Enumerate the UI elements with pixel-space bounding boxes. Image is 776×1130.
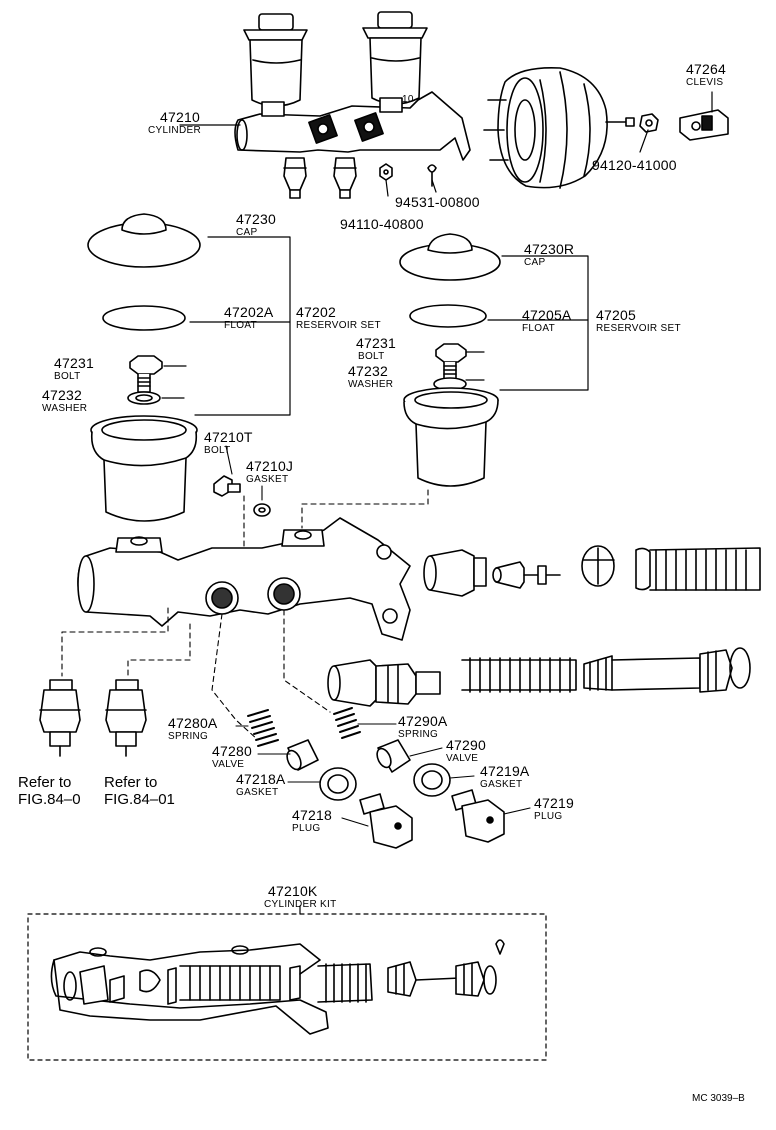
callout-brackets (161, 91, 713, 416)
label-47210J-name: GASKET (246, 474, 289, 485)
diagram-code: MC 3039–B (692, 1093, 745, 1104)
label-47219A-number: 47219A (480, 763, 530, 779)
label-47280-name: VALVE (212, 759, 245, 770)
label-47280-number: 47280 (212, 743, 252, 759)
label-47210K-name: CYLINDER KIT (264, 899, 337, 910)
label-47219-name: PLUG (534, 811, 563, 822)
label-47218-name: PLUG (292, 823, 321, 834)
label-47264-name: CLEVIS (686, 77, 724, 88)
label-47205-name: RESERVOIR SET (596, 323, 681, 334)
label-94110-number: 94110-40800 (340, 216, 424, 232)
label-94531-number: 94531-00800 (395, 194, 480, 210)
label-47219A-name: GASKET (480, 779, 523, 790)
label-47205-number: 47205 (596, 307, 636, 323)
label-47231-right-name: BOLT (358, 351, 385, 362)
lower-leader-lines (225, 445, 531, 827)
label-47210K-number: 47210K (268, 883, 318, 899)
label-47230-name: CAP (236, 227, 258, 238)
label-47232-left-number: 47232 (42, 387, 82, 403)
label-47232-right-number: 47232 (348, 363, 388, 379)
cylinder-kit-illustration (50, 939, 505, 1035)
label-small-10: 10 (402, 94, 414, 105)
refer-left-line1: Refer to (18, 774, 72, 791)
label-47290-name: VALVE (446, 753, 479, 764)
warning-switch-left-illustration (39, 679, 81, 757)
label-47210-number: 47210 (160, 109, 200, 125)
primary-piston-parts-illustration (423, 545, 761, 597)
brake-booster-illustration (483, 66, 729, 189)
label-47230-number: 47230 (236, 211, 276, 227)
label-47218A-number: 47218A (236, 771, 286, 787)
label-47219-number: 47219 (534, 795, 574, 811)
refer-right-line1: Refer to (104, 774, 158, 791)
label-47205A-name: FLOAT (522, 323, 555, 334)
warning-switch-right-illustration (105, 679, 147, 757)
label-47264-number: 47264 (686, 61, 726, 77)
label-47210T-number: 47210T (204, 429, 253, 445)
label-47205A-number: 47205A (522, 307, 572, 323)
label-47290A-name: SPRING (398, 729, 439, 740)
bolt-gasket-illustration (213, 475, 271, 517)
left-reservoir-set-illustration (87, 213, 201, 522)
label-47202-number: 47202 (296, 304, 336, 320)
label-47202A-name: FLOAT (224, 320, 257, 331)
label-47210T-name: BOLT (204, 445, 231, 456)
label-47290A-number: 47290A (398, 713, 448, 729)
label-47231-right-number: 47231 (356, 335, 396, 351)
label-47280A-number: 47280A (168, 715, 218, 731)
label-47210J-number: 47210J (246, 458, 294, 474)
label-47232-right-name: WASHER (348, 379, 394, 390)
right-valve-stack-illustration (333, 707, 505, 843)
label-47218-number: 47218 (292, 807, 332, 823)
master-cylinder-assembly-illustration (234, 11, 471, 199)
label-47230R-number: 47230R (524, 241, 575, 257)
cylinder-kit-box (27, 905, 547, 1061)
label-47202A-number: 47202A (224, 304, 274, 320)
label-47232-left-name: WASHER (42, 403, 88, 414)
label-47202-name: RESERVOIR SET (296, 320, 381, 331)
refer-left-line2: FIG.84–0 (18, 791, 81, 808)
label-47290-number: 47290 (446, 737, 486, 753)
secondary-piston-parts-illustration (327, 647, 751, 707)
label-47280A-name: SPRING (168, 731, 209, 742)
dashed-lead-lines (61, 489, 429, 741)
label-47218A-name: GASKET (236, 787, 279, 798)
left-valve-stack-illustration (247, 709, 413, 849)
cylinder-body-illustration (77, 517, 411, 641)
label-94120-number: 94120-41000 (592, 157, 677, 173)
label-47210-name: CYLINDER (148, 125, 201, 136)
label-47230R-name: CAP (524, 257, 546, 268)
right-reservoir-set-illustration (399, 233, 501, 487)
label-47231-left-number: 47231 (54, 355, 94, 371)
label-47231-left-name: BOLT (54, 371, 81, 382)
refer-right-line2: FIG.84–01 (104, 791, 175, 808)
